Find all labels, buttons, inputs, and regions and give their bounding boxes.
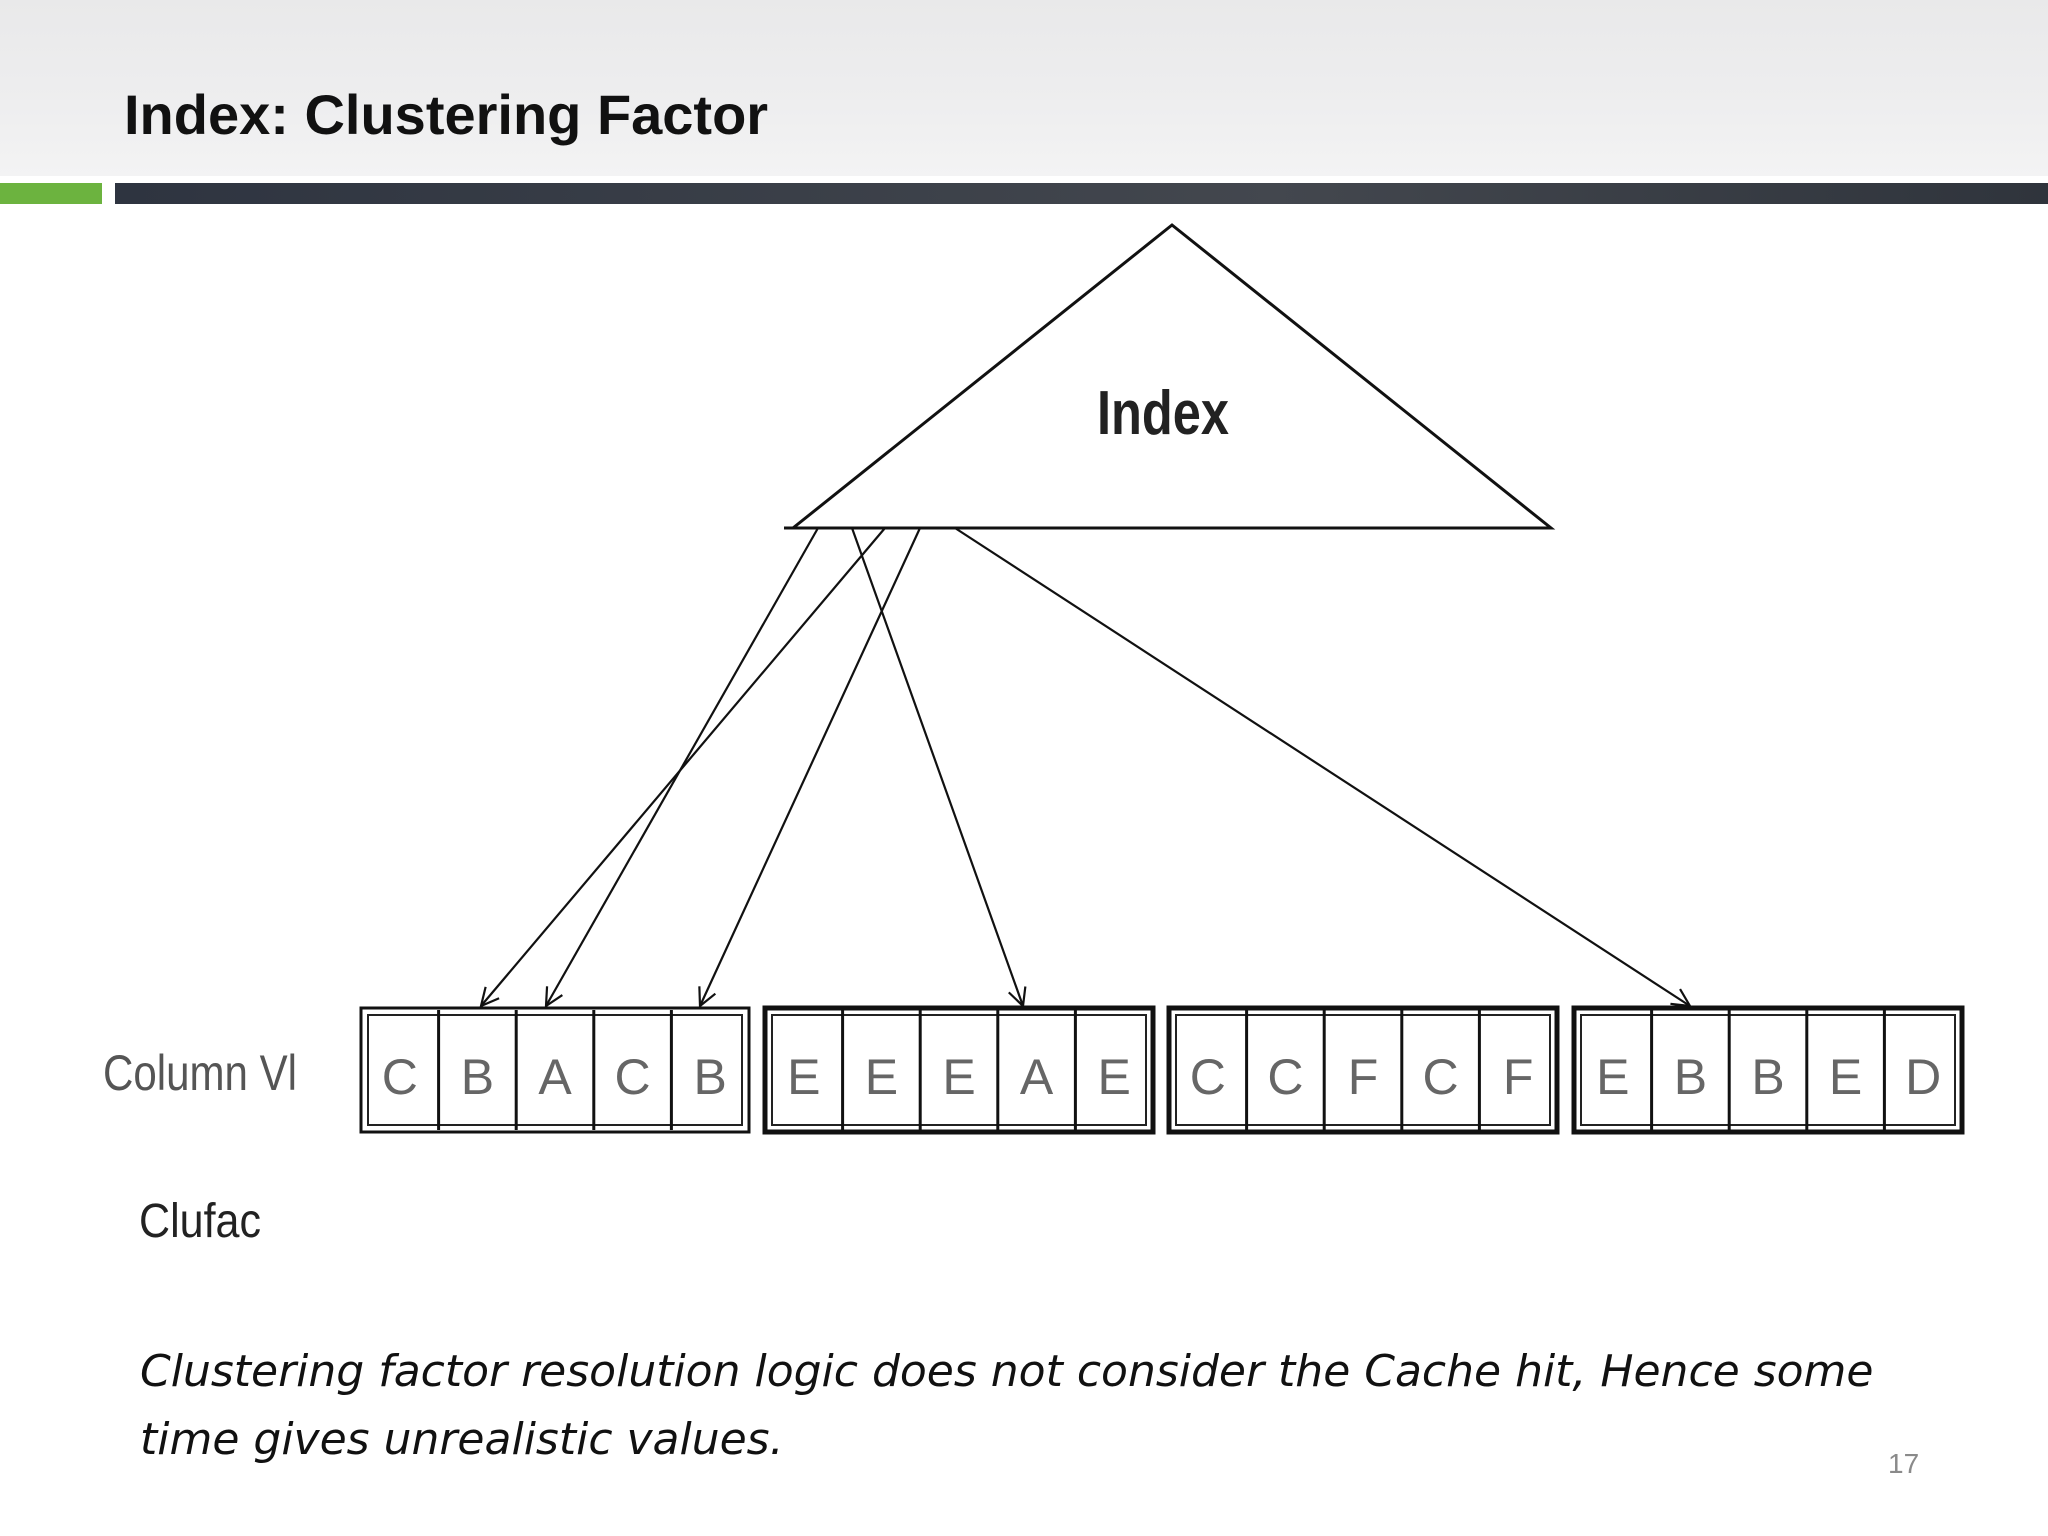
slide-caption: Clustering factor resolution logic does … — [140, 1346, 1874, 1465]
title-divider-bar — [115, 183, 2048, 204]
pointer-arrow — [546, 527, 819, 1006]
block-2-cell-3-value: E — [942, 1049, 975, 1105]
block-4-cell-5-value: D — [1905, 1049, 1941, 1105]
block-outer-border — [1571, 1005, 1965, 1135]
block-1-cell-5-value: B — [694, 1049, 727, 1105]
block-2-cell-2-value: E — [865, 1049, 898, 1105]
index-label: Index — [1097, 379, 1229, 448]
block-inner-border — [1580, 1014, 1956, 1126]
block-3-cell-2-value: C — [1267, 1049, 1303, 1105]
block-1-cell-3-value: A — [538, 1049, 572, 1105]
block-inner-border — [771, 1014, 1147, 1126]
block-2-cell-5-value: E — [1098, 1049, 1131, 1105]
block-inner-border — [367, 1014, 743, 1126]
slide-title: Index: Clustering Factor — [124, 83, 769, 146]
block-4-cell-1-value: E — [1596, 1049, 1629, 1105]
pointer-arrow — [954, 527, 1690, 1006]
block-outer-border — [1166, 1005, 1560, 1135]
block-3-cell-1-value: C — [1190, 1049, 1226, 1105]
block-inner-border — [1175, 1014, 1551, 1126]
block-4-cell-2-value: B — [1674, 1049, 1707, 1105]
title-accent-bar — [0, 183, 102, 204]
block-3-cell-4-value: C — [1423, 1049, 1459, 1105]
block-4-cell-4-value: E — [1829, 1049, 1862, 1105]
pointer-arrow — [850, 527, 1023, 1006]
page-number: 17 — [1888, 1448, 1920, 1479]
block-3-cell-3-value: F — [1348, 1049, 1379, 1105]
index-pointer-arrows — [481, 527, 1690, 1006]
block-1-cell-2-value: B — [461, 1049, 494, 1105]
index-triangle — [788, 223, 1556, 530]
block-outer-border — [359, 1006, 751, 1134]
slide-header-band — [0, 0, 2048, 176]
column-row-label: Column Vl — [103, 1045, 297, 1101]
pointer-arrow — [700, 527, 921, 1006]
block-2-cell-4-value: A — [1020, 1049, 1054, 1105]
block-2-cell-1-value: E — [787, 1049, 820, 1105]
clufac-label: Clufac — [139, 1195, 261, 1248]
block-1-cell-4-value: C — [615, 1049, 651, 1105]
block-outer-border — [762, 1005, 1156, 1135]
block-1-cell-1-value: C — [382, 1049, 418, 1105]
block-3-cell-5-value: F — [1503, 1049, 1534, 1105]
block-4-cell-3-value: B — [1751, 1049, 1784, 1105]
